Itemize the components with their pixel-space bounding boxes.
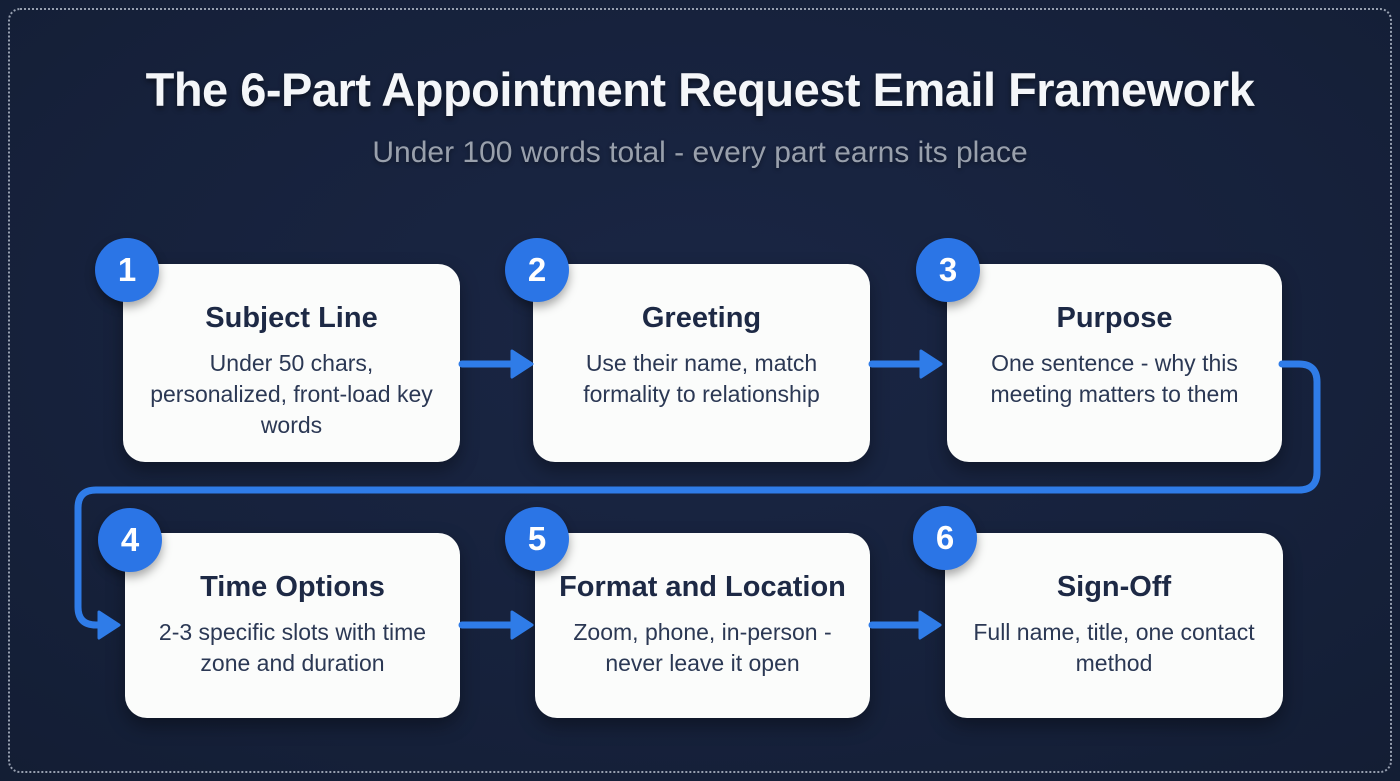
card-description: 2-3 specific slots with time zone and du… bbox=[158, 619, 427, 676]
step-card-subject-line: Subject Line Under 50 chars, personalize… bbox=[123, 264, 460, 462]
card-title: Greeting bbox=[641, 302, 762, 334]
step-card-greeting: Greeting Use their name, match formality… bbox=[533, 264, 870, 462]
card-title: Time Options bbox=[200, 571, 385, 603]
step-card-purpose: Purpose One sentence - why this meeting … bbox=[947, 264, 1282, 462]
step-number-badge: 4 bbox=[98, 508, 162, 572]
step-number-badge: 3 bbox=[916, 238, 980, 302]
step-number-badge: 6 bbox=[913, 506, 977, 570]
page-subtitle: Under 100 words total - every part earns… bbox=[372, 136, 1028, 169]
card-description: One sentence - why this meeting matters … bbox=[990, 350, 1239, 407]
step-card-time-options: Time Options 2-3 specific slots with tim… bbox=[125, 533, 460, 718]
step-card-format-location: Format and Location Zoom, phone, in-pers… bbox=[535, 533, 870, 718]
arrow-right-icon-2-3 bbox=[868, 349, 943, 379]
step-number-badge: 5 bbox=[505, 507, 569, 571]
card-description: Use their name, match formality to relat… bbox=[583, 350, 820, 407]
card-description: Under 50 chars, personalized, front-load… bbox=[150, 350, 433, 438]
step-card-sign-off: Sign-Off Full name, title, one contact m… bbox=[945, 533, 1283, 718]
card-title: Purpose bbox=[1056, 302, 1173, 334]
card-description: Zoom, phone, in-person - never leave it … bbox=[573, 619, 832, 676]
card-description: Full name, title, one contact method bbox=[973, 619, 1255, 676]
step-number-badge: 1 bbox=[95, 238, 159, 302]
arrow-right-icon-1-2 bbox=[458, 349, 534, 379]
arrow-right-icon-4-5 bbox=[458, 610, 534, 640]
card-title: Format and Location bbox=[559, 571, 846, 603]
card-title: Sign-Off bbox=[1056, 571, 1172, 603]
arrow-right-icon-5-6 bbox=[868, 610, 942, 640]
step-number-badge: 2 bbox=[505, 238, 569, 302]
card-title: Subject Line bbox=[205, 302, 378, 334]
page-title: The 6-Part Appointment Request Email Fra… bbox=[145, 63, 1255, 116]
